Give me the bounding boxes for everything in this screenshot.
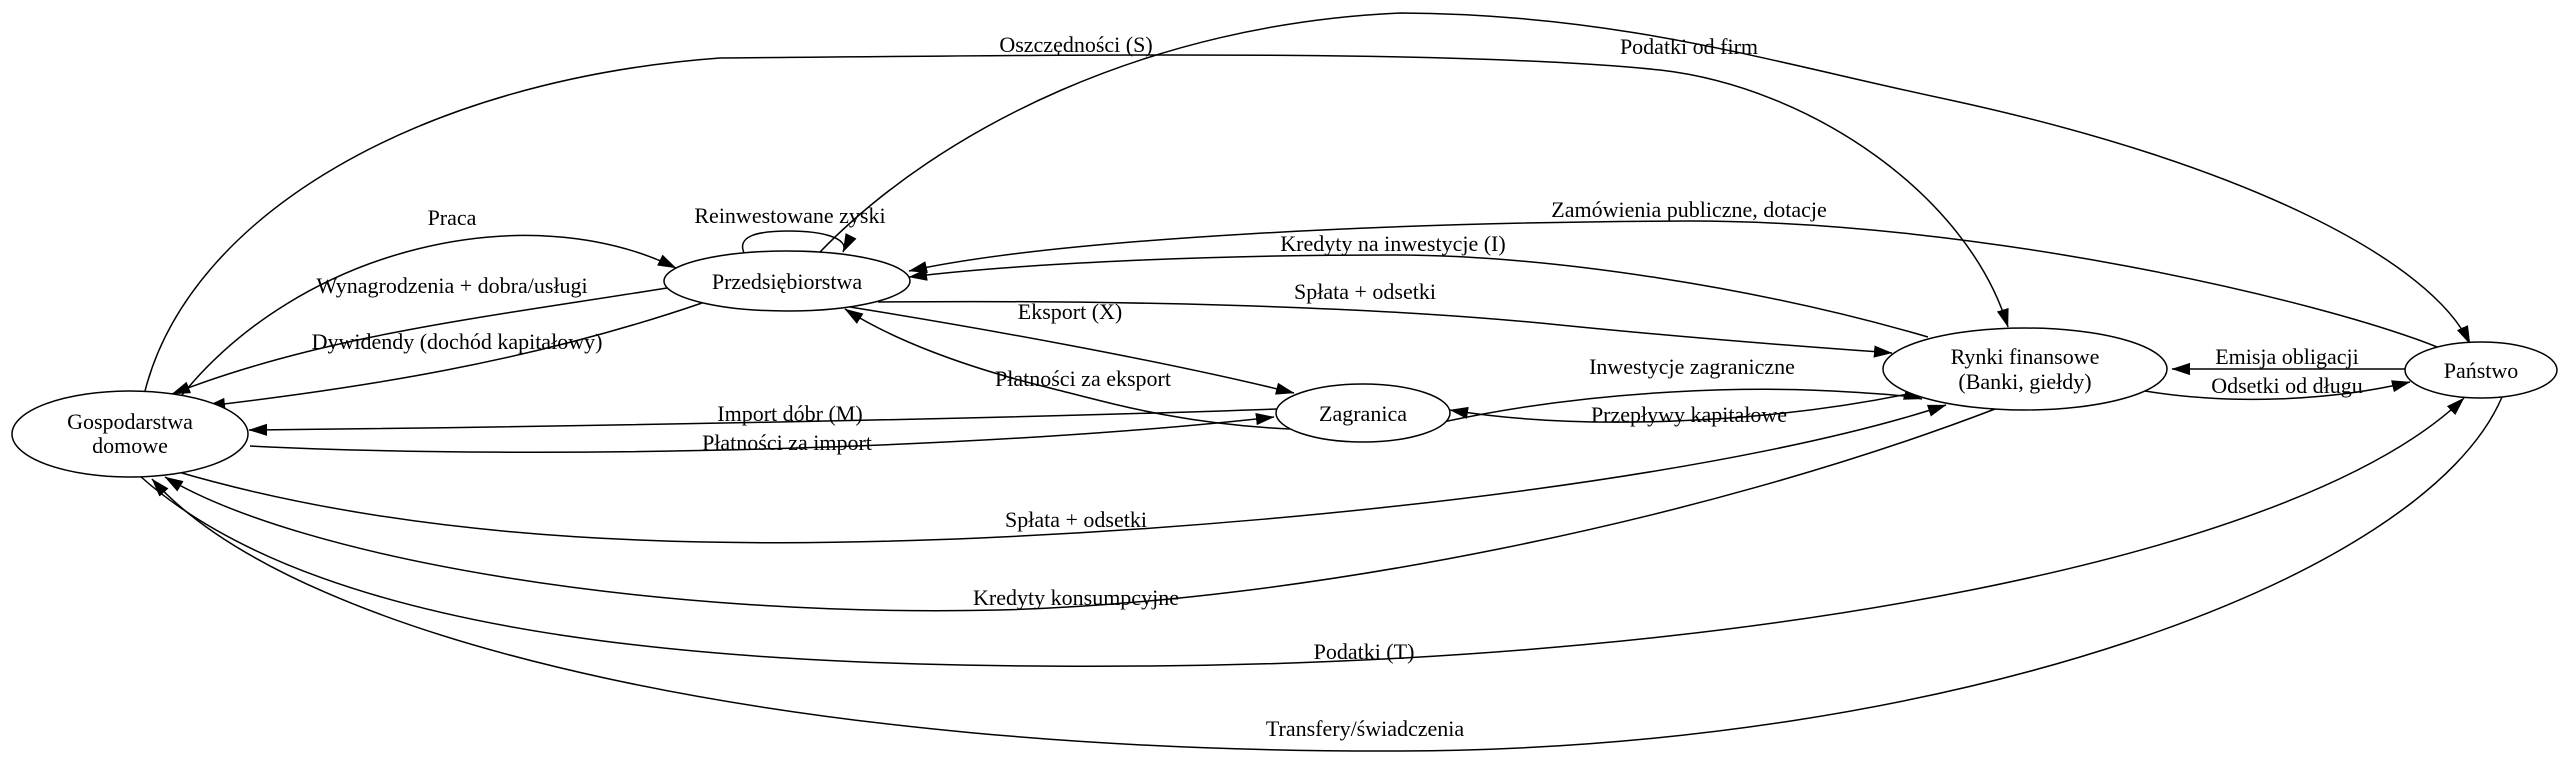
edge-platnosci-za-eksport (844, 308, 1291, 430)
edge-label-podatki-od-firm: Podatki od firm (1620, 34, 1758, 59)
edge-label-kredyty-na-inwestycje: Kredyty na inwestycje (I) (1280, 231, 1505, 256)
node-rynki-finansowe (1882, 327, 2168, 411)
edge-label-dywidendy: Dywidendy (dochód kapitałowy) (312, 329, 603, 354)
edge-label-transfery: Transfery/świadczenia (1266, 716, 1465, 741)
node-zagranica (1275, 383, 1451, 443)
edge-import-dobr (248, 408, 1278, 436)
edge-kredyty-konsumpcyjne (164, 408, 1996, 612)
edge-label-inwestycje-zagraniczne: Inwestycje zagraniczne (1589, 354, 1795, 379)
edge-splata-odsetki-przedsiebiorstwa (877, 300, 1893, 358)
edge-label-eksport: Eksport (X) (1018, 299, 1122, 324)
edge-odsetki-od-dlugu (2144, 380, 2411, 401)
edge-praca (177, 234, 677, 401)
edge-label-przeplywy-kapitalowe: Przepływy kapitałowe (1591, 402, 1787, 427)
edge-label-wynagrodzenia: Wynagrodzenia + dobra/usługi (316, 273, 587, 298)
node-label-gospodarstwa-line1: Gospodarstwa (67, 409, 193, 434)
edge-wynagrodzenia (171, 287, 668, 395)
edge-transfery (151, 396, 2503, 752)
edge-podatki-t (139, 397, 2465, 667)
edge-label-platnosci-za-import: Płatności za import (702, 430, 872, 455)
edge-oszczednosci (144, 54, 2009, 392)
edge-label-praca: Praca (428, 205, 477, 230)
edge-przeplywy-kapitalowe (1449, 393, 1909, 423)
edge-label-splata-odsetki-przedsiebiorstwa: Spłata + odsetki (1294, 279, 1436, 304)
edge-label-import-dobr: Import dóbr (M) (717, 401, 862, 426)
edge-splata-odsetki-gospodarstwa (174, 404, 1947, 544)
edge-platnosci-za-import (249, 412, 1275, 453)
edge-label-odsetki-od-dlugu: Odsetki od długu (2211, 373, 2363, 398)
edge-eksport (849, 306, 1295, 395)
node-przedsiebiorstwa (663, 250, 911, 312)
node-panstwo (2404, 341, 2558, 399)
edge-label-zamowienia-publiczne: Zamówienia publiczne, dotacje (1551, 197, 1827, 222)
edge-zamowienia-publiczne (908, 220, 2438, 348)
node-label-rynki-line2: (Banki, giełdy) (1958, 369, 2091, 394)
edge-label-reinwestowane-zyski: Reinwestowane zyski (694, 203, 885, 228)
node-label-przedsiebiorstwa: Przedsiębiorstwa (712, 269, 863, 294)
edge-kredyty-na-inwestycje (908, 254, 1929, 338)
edge-dywidendy (206, 302, 703, 410)
node-label-rynki-line1: Rynki finansowe (1951, 344, 2100, 369)
node-gospodarstwa-domowe (11, 390, 249, 478)
node-label-zagranica: Zagranica (1319, 401, 1407, 426)
edge-label-splata-odsetki-gospodarstwa: Spłata + odsetki (1005, 507, 1147, 532)
node-label-panstwo: Państwo (2444, 358, 2519, 383)
edge-label-podatki-t: Podatki (T) (1314, 639, 1415, 664)
edge-label-emisja-obligacji: Emisja obligacji (2215, 344, 2359, 369)
edge-podatki-od-firm (819, 12, 2471, 345)
edge-reinwestowane-zyski (742, 230, 857, 256)
node-label-gospodarstwa-line2: domowe (92, 433, 168, 458)
edge-label-platnosci-za-eksport: Płatności za eksport (995, 366, 1171, 391)
edge-label-kredyty-konsumpcyjne: Kredyty konsumpcyjne (973, 585, 1179, 610)
edge-label-oszczednosci: Oszczędności (S) (999, 32, 1152, 57)
edge-inwestycje-zagraniczne (1442, 387, 1923, 423)
